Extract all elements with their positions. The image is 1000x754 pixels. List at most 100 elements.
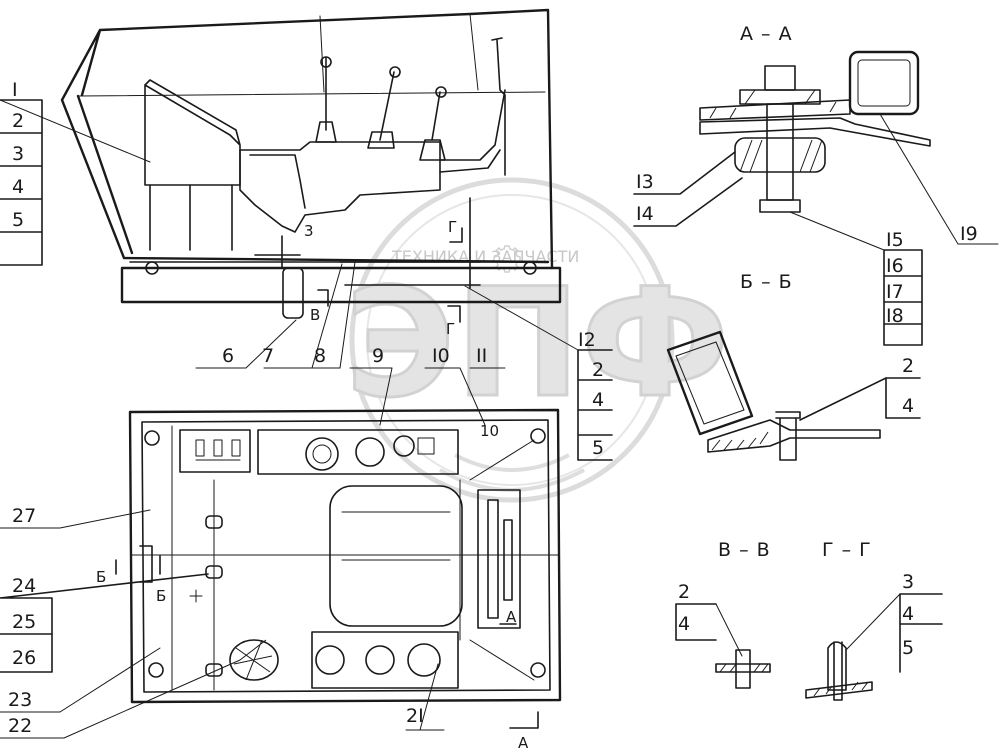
plan-outer-frame xyxy=(128,408,562,704)
leader-12 xyxy=(464,285,579,351)
callout-7: 7 xyxy=(262,345,274,367)
handbrake-rod xyxy=(491,37,506,176)
callouts-lower: 2I 22 23 24 25 26 27 xyxy=(0,505,445,739)
callout-9: 9 xyxy=(372,345,384,367)
callout-24: 24 xyxy=(12,575,36,597)
callout-13: I3 xyxy=(636,171,654,193)
lever-middle xyxy=(367,66,401,149)
section-v-marker xyxy=(317,289,329,307)
watermark: ТЕХНИКА И ЗАПЧАСТИ ЭПФ xyxy=(344,177,731,503)
floor-beam xyxy=(120,266,562,304)
aa-bolt-shank xyxy=(766,103,794,201)
callout-vv-4: 4 xyxy=(678,613,690,635)
section-gg: Г – Г 3 4 5 xyxy=(805,539,943,701)
view-mark-g-bottom: Г xyxy=(446,320,455,338)
aa-square-tube xyxy=(848,50,920,116)
lever-right xyxy=(419,86,447,161)
lever-left xyxy=(315,56,337,143)
callout-12-4: 4 xyxy=(592,389,604,411)
callout-26: 26 xyxy=(12,647,36,669)
section-gg-title: Г – Г xyxy=(822,539,872,561)
callout-27: 27 xyxy=(12,505,36,527)
callout-23: 23 xyxy=(8,689,32,711)
seat-plan xyxy=(329,485,463,627)
callout-19: I9 xyxy=(960,223,978,245)
fan-grille xyxy=(229,639,279,681)
callout-14: I4 xyxy=(636,203,654,225)
callout-2: 2 xyxy=(12,110,24,132)
callout-stack-left: I 2 3 4 5 xyxy=(0,79,151,266)
section-bb: Б – Б 2 4 xyxy=(666,271,921,461)
leader-1 xyxy=(0,99,151,163)
view-mark-b-left: Б xyxy=(96,568,106,586)
section-aa: А – А I3 I4 I5 I6 I7 I8 I9 xyxy=(633,23,999,346)
callout-25: 25 xyxy=(12,611,36,633)
aa-hatching xyxy=(709,89,837,173)
gg-plate xyxy=(805,681,873,699)
a-section-marker-bottom xyxy=(509,711,539,729)
callout-3: 3 xyxy=(12,143,24,165)
callout-gg-4: 4 xyxy=(902,603,914,625)
view-mark-v: В xyxy=(310,306,320,324)
callout-15: I5 xyxy=(886,229,904,251)
gauge-2 xyxy=(355,437,385,467)
gauge-box-bottom xyxy=(311,631,459,689)
aa-lower-plate xyxy=(699,117,931,147)
callout-5: 5 xyxy=(12,209,24,231)
gg-bolt xyxy=(827,641,847,701)
linkage-rods xyxy=(339,197,481,289)
cab-roof-line xyxy=(77,13,546,97)
callout-gg-3: 3 xyxy=(902,571,914,593)
bb-bracket xyxy=(707,419,881,453)
callout-bb-2: 2 xyxy=(902,355,914,377)
callout-16: I6 xyxy=(886,255,904,277)
bb-bolt xyxy=(775,411,801,461)
callout-21: 2I xyxy=(406,705,424,727)
gg-hatching xyxy=(813,681,869,697)
callout-12: I2 xyxy=(578,329,596,351)
vv-bolt xyxy=(715,649,771,689)
view-mark-10: 10 xyxy=(480,422,499,440)
gauge-1 xyxy=(305,437,339,471)
aa-nut xyxy=(759,199,801,213)
callout-gg-5: 5 xyxy=(902,637,914,659)
bb-tube xyxy=(666,330,754,436)
callout-22: 22 xyxy=(8,715,32,737)
aa-rubber-block xyxy=(734,137,826,173)
view-mark-a-right: А xyxy=(506,608,517,626)
callout-bb-4: 4 xyxy=(902,395,914,417)
bolt-left xyxy=(145,261,159,275)
b-section-marker xyxy=(115,545,161,583)
section-vv: В – В 2 4 xyxy=(675,539,771,689)
console-box xyxy=(239,141,441,233)
watermark-ring-outer xyxy=(349,177,675,503)
callout-4: 4 xyxy=(12,176,24,198)
console-pipe xyxy=(249,89,506,209)
bb-hatching xyxy=(711,431,769,451)
callout-8: 8 xyxy=(314,345,326,367)
mounting-bracket-v xyxy=(282,267,304,319)
callout-10: I0 xyxy=(432,345,450,367)
callout-vv-2: 2 xyxy=(678,581,690,603)
leader-15 xyxy=(789,211,885,251)
section-vv-title: В – В xyxy=(718,539,771,561)
cab-side-view: В Г Г 3 xyxy=(60,8,562,338)
callout-12-5: 5 xyxy=(592,437,604,459)
callout-6: 6 xyxy=(222,345,234,367)
gauge-box-top xyxy=(257,429,459,475)
watermark-gear-icon xyxy=(493,245,521,273)
seat-cushion xyxy=(149,184,233,251)
view-mark-a-bottom: А xyxy=(518,734,529,752)
callouts-middle: 6 7 8 9 I0 II 10 xyxy=(195,261,506,440)
watermark-ring-inner xyxy=(366,194,658,486)
callout-18: I8 xyxy=(886,305,904,327)
plan-floor-line xyxy=(131,425,559,691)
callout-stack-right: I2 2 4 5 xyxy=(464,285,613,461)
lever-guide xyxy=(477,489,521,629)
callout-1: I xyxy=(12,79,18,101)
plan-view: Б Б А А xyxy=(96,408,562,752)
view-mark-g-top: Г xyxy=(448,218,457,236)
callout-17: I7 xyxy=(886,281,904,303)
callout-11: II xyxy=(476,345,487,367)
